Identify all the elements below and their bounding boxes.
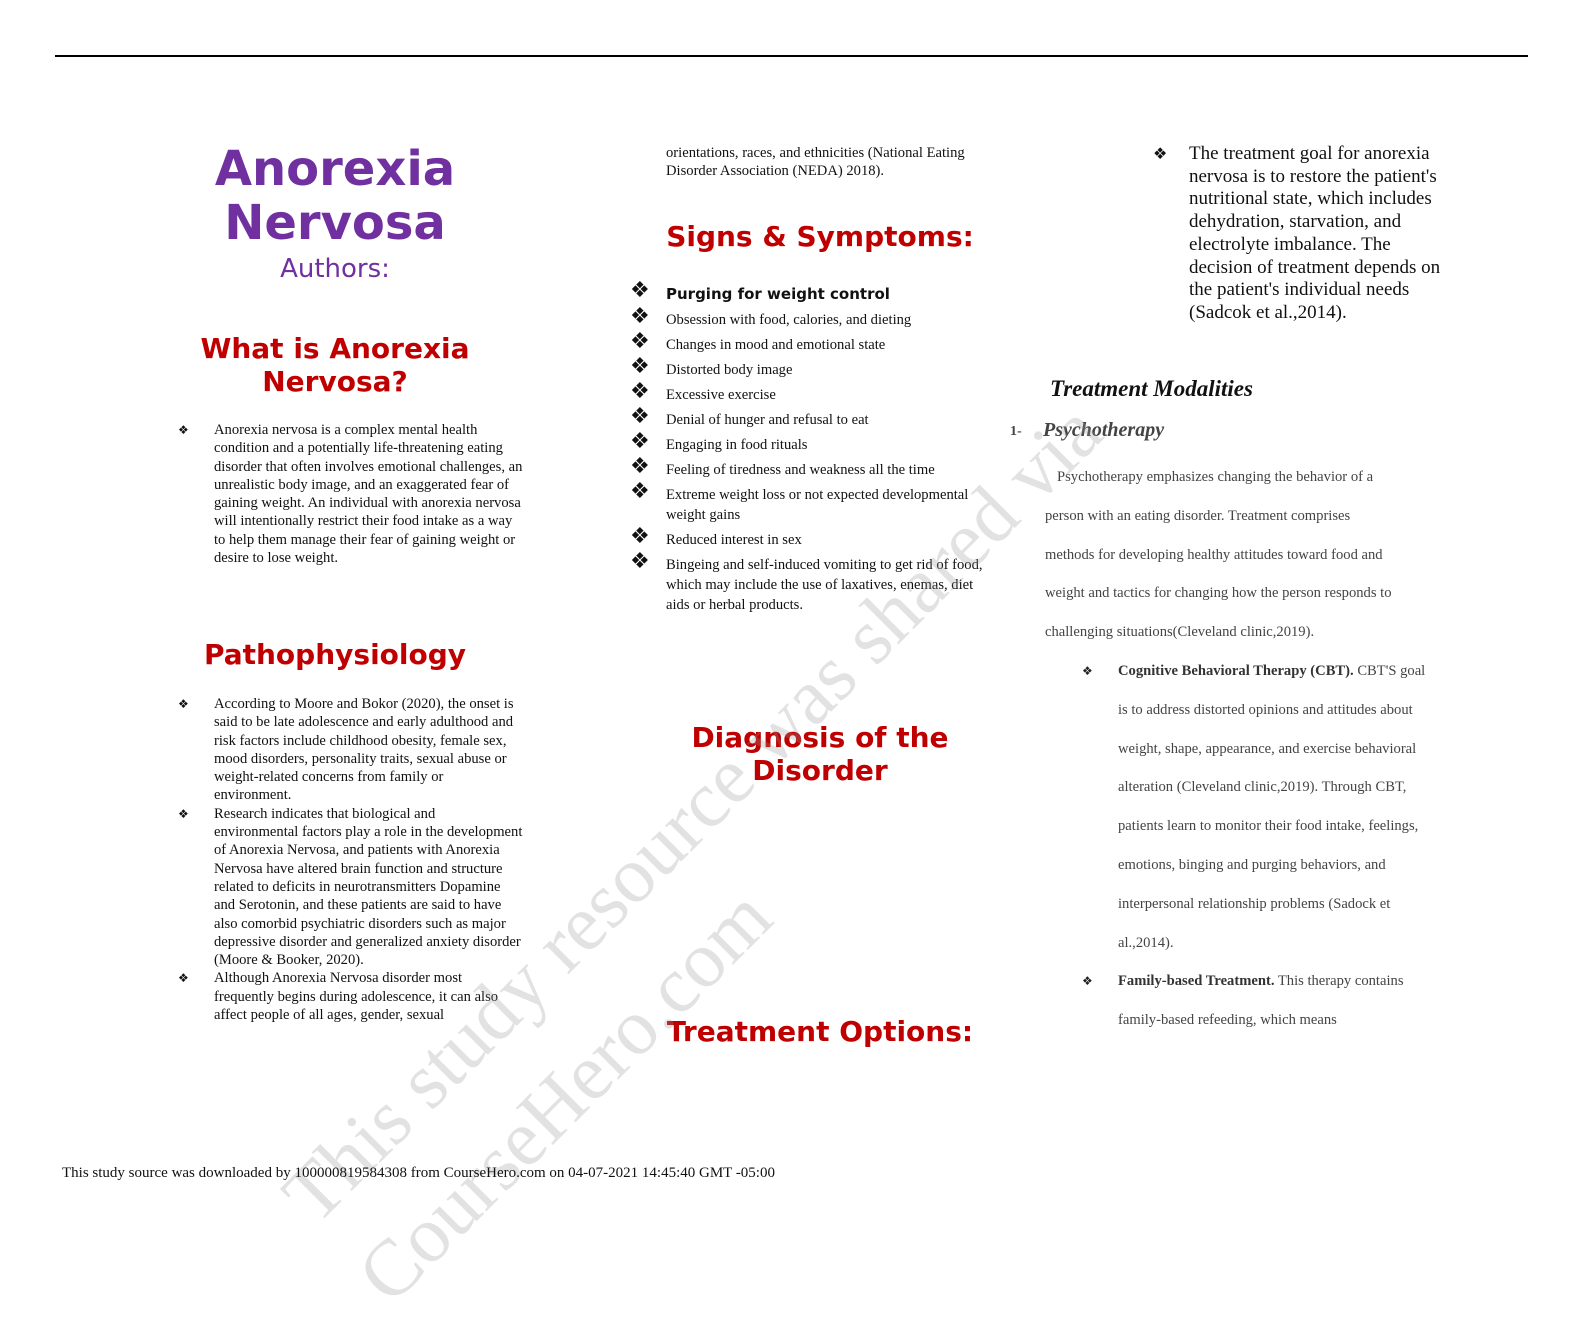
body-line: methods for developing healthy attitudes… xyxy=(1045,546,1383,563)
diagnosis-heading: Diagnosis of the Disorder xyxy=(691,721,949,787)
psychotherapy-number: 1- xyxy=(1010,424,1022,439)
list-item: ❖Distorted body image xyxy=(630,354,793,379)
bullet-icon: ❖ xyxy=(630,354,650,379)
list-item: ❖ Cognitive Behavioral Therapy (CBT). CB… xyxy=(1082,652,1432,962)
treatment-options-heading: Treatment Options: xyxy=(666,1015,974,1048)
list-item: ❖Reduced interest in sex xyxy=(630,524,802,549)
top-rule xyxy=(55,55,1528,57)
psychotherapy-heading: Psychotherapy xyxy=(1043,419,1165,441)
title-line-1: Anorexia xyxy=(214,141,456,197)
bullet-icon: ❖ xyxy=(178,697,189,711)
bullet-icon: ❖ xyxy=(630,329,650,354)
title-line-2: Nervosa xyxy=(224,195,446,251)
body-line: person with an eating disorder. Treatmen… xyxy=(1045,507,1351,524)
authors-label: Authors: xyxy=(280,254,390,284)
body-line: Psychotherapy emphasizes changing the be… xyxy=(1057,469,1374,485)
bullet-icon: ❖ xyxy=(178,806,189,821)
bullet-icon: ❖ xyxy=(178,423,189,437)
list-item: ❖ Anorexia nervosa is a complex mental h… xyxy=(178,422,523,567)
signs-heading: Signs & Symptoms: xyxy=(666,220,974,253)
bullet-icon: ❖ xyxy=(630,278,650,303)
bullet-icon: ❖ xyxy=(178,971,189,986)
what-is-heading: What is Anorexia Nervosa? xyxy=(200,332,470,398)
pathophysiology-list: ❖ According to Moore and Bokor (2020), t… xyxy=(178,695,523,1024)
list-item: ❖ Family-based Treatment. This therapy c… xyxy=(1082,962,1432,1040)
list-item: ❖Purging for weight control xyxy=(630,278,890,304)
therapy-name: Cognitive Behavioral Therapy (CBT). xyxy=(1118,663,1354,679)
treatment-modalities-heading: Treatment Modalities xyxy=(1050,376,1253,401)
list-item: ❖ According to Moore and Bokor (2020), t… xyxy=(178,696,514,804)
list-item: ❖Extreme weight loss or not expected dev… xyxy=(630,479,969,524)
list-item: ❖Denial of hunger and refusal to eat xyxy=(630,404,869,429)
list-item: ❖ The treatment goal for anorexia nervos… xyxy=(1153,143,1441,323)
bullet-icon: ❖ xyxy=(630,379,650,404)
list-item: ❖Excessive exercise xyxy=(630,379,776,404)
bullet-icon: ❖ xyxy=(630,454,650,479)
page-title: Anorexia Nervosa xyxy=(155,142,515,250)
list-item: ❖Changes in mood and emotional state xyxy=(630,329,886,354)
treatment-goal-list: ❖ The treatment goal for anorexia nervos… xyxy=(1153,143,1443,325)
list-item: ❖Bingeing and self-induced vomiting to g… xyxy=(630,549,983,614)
list-item: ❖Obsession with food, calories, and diet… xyxy=(630,304,912,329)
therapy-list: ❖ Cognitive Behavioral Therapy (CBT). CB… xyxy=(1082,652,1432,1040)
list-item: ❖ Although Anorexia Nervosa disorder mos… xyxy=(178,970,499,1024)
bullet-icon: ❖ xyxy=(1153,144,1168,163)
body-line: weight and tactics for changing how the … xyxy=(1045,585,1392,602)
list-item: ❖Feeling of tiredness and weakness all t… xyxy=(630,454,935,479)
what-is-list: ❖ Anorexia nervosa is a complex mental h… xyxy=(178,421,523,567)
bullet-icon: ❖ xyxy=(630,479,650,504)
therapy-text: CBT'S goal is to address distorted opini… xyxy=(1118,663,1426,951)
body-line: challenging situations(Cleveland clinic,… xyxy=(1045,624,1315,641)
therapy-text: This therapy contains family-based refee… xyxy=(1118,973,1404,1029)
pathophysiology-heading: Pathophysiology xyxy=(203,638,467,671)
continued-text: orientations, races, and ethnicities (Na… xyxy=(666,145,965,179)
list-item: ❖ Research indicates that biological and… xyxy=(178,805,523,969)
download-footer: This study source was downloaded by 1000… xyxy=(62,1165,775,1181)
bullet-icon: ❖ xyxy=(1082,664,1093,678)
bullet-icon: ❖ xyxy=(630,429,650,454)
list-item: ❖Engaging in food rituals xyxy=(630,429,808,454)
bullet-icon: ❖ xyxy=(630,304,650,329)
signs-list: ❖Purging for weight control ❖Obsession w… xyxy=(630,278,990,620)
therapy-name: Family-based Treatment. xyxy=(1118,973,1275,990)
bullet-icon: ❖ xyxy=(630,524,650,549)
bullet-icon: ❖ xyxy=(1082,974,1093,989)
psychotherapy-body: Psychotherapy emphasizes changing the be… xyxy=(1045,458,1440,652)
bullet-icon: ❖ xyxy=(630,404,650,429)
bullet-icon: ❖ xyxy=(630,549,650,574)
